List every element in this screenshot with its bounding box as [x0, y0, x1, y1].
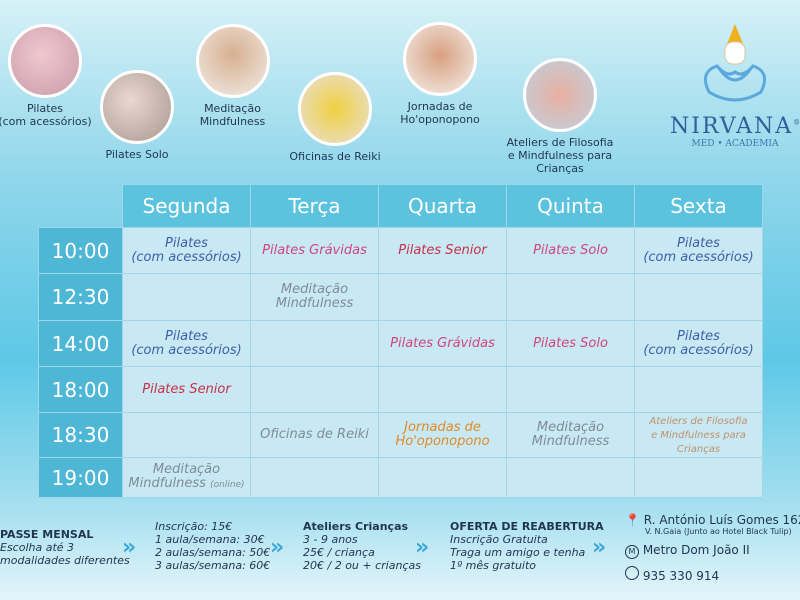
chevron-right-icon: »	[415, 535, 430, 560]
class-name: Oficinas de Reiki	[260, 427, 369, 442]
phone: 935 330 914	[625, 566, 719, 583]
class-cell	[250, 457, 379, 498]
day-header: Sexta	[634, 184, 763, 228]
class-cell: Pilates (com acessórios)	[634, 320, 763, 367]
class-cell: Pilates (com acessórios)	[122, 320, 251, 367]
hooponopono-photo	[403, 22, 477, 96]
class-name: Meditação Mindfulness	[531, 420, 610, 449]
class-cell: Pilates (com acessórios)	[634, 227, 763, 274]
class-cell: Jornadas de Ho'oponopono	[378, 412, 507, 458]
table-row: 18:00 Pilates Senior	[38, 366, 763, 413]
class-name: Pilates Solo	[533, 242, 608, 258]
class-cell: Pilates (com acessórios)	[122, 227, 251, 274]
class-cell: Meditação Mindfulness	[250, 273, 379, 321]
day-header: Terça	[250, 184, 379, 228]
class-name: Pilates Senior	[142, 381, 231, 397]
class-note: (online)	[210, 480, 245, 490]
activity-ateliers: Ateliers de Filosofia e Mindfulness para…	[485, 58, 635, 175]
class-cell	[250, 320, 379, 367]
class-name: Pilates (com acessórios)	[131, 328, 242, 358]
activity-pilates: Pilates (com acessórios)	[0, 24, 95, 128]
nirvana-logo: NIRVANA® MED • ACADEMIA	[670, 22, 800, 149]
location-pin-icon: 📍	[625, 513, 640, 527]
table-row: 18:30 Oficinas de Reiki Jornadas de Ho'opo…	[38, 412, 763, 458]
time-cell: 12:30	[38, 273, 123, 321]
class-cell	[250, 366, 379, 413]
ateliers-criancas: Ateliers Crianças 3 - 9 anos 25€ / crian…	[303, 520, 421, 572]
class-cell: Ateliers de Filosofia e Mindfulness para…	[634, 412, 763, 458]
class-cell	[506, 273, 635, 321]
table-row: 10:00 Pilates (com acessórios) Pilates Grá…	[38, 227, 763, 274]
class-cell: Pilates Grávidas	[378, 320, 507, 367]
time-cell: 14:00	[38, 320, 123, 367]
class-name: Pilates Grávidas	[262, 242, 367, 258]
class-cell	[378, 273, 507, 321]
class-name: Pilates Solo	[533, 335, 608, 351]
table-row: 14:00 Pilates (com acessórios) Pilates Grá…	[38, 320, 763, 367]
class-cell: Pilates Grávidas	[250, 227, 379, 274]
metro: M Metro Dom João II	[625, 543, 750, 559]
class-cell	[634, 273, 763, 321]
class-name: Pilates Senior	[398, 242, 487, 258]
meditacao-photo	[195, 24, 270, 98]
metro-icon: M	[625, 545, 639, 559]
class-name: Pilates (com acessórios)	[643, 328, 754, 358]
class-name: Meditação Mindfulness	[275, 282, 354, 311]
day-header: Segunda	[122, 184, 251, 228]
time-cell: 10:00	[38, 227, 123, 274]
time-cell: 18:30	[38, 412, 123, 458]
buddha-icon	[703, 24, 767, 102]
class-cell: Oficinas de Reiki	[250, 412, 379, 458]
passe-mensal: PASSE MENSAL Escolha até 3 modalidades d…	[0, 528, 130, 567]
table-row: 12:30 Meditação Mindfulness	[38, 273, 763, 321]
activity-meditacao: Meditação Mindfulness	[185, 24, 280, 128]
class-cell	[122, 273, 251, 321]
ateliers-photo	[523, 58, 597, 132]
class-cell: Pilates Solo	[506, 320, 635, 367]
address: 📍 R. António Luís Gomes 162 V. N.Gaia (J…	[625, 513, 800, 536]
activity-hooponopono: Jornadas de Ho'oponopono	[385, 22, 495, 126]
prices: Inscrição: 15€ 1 aula/semana: 30€ 2 aula…	[155, 520, 271, 572]
time-cell: 19:00	[38, 457, 123, 498]
pilates-solo-photo	[100, 70, 174, 144]
class-cell: Pilates Senior	[378, 227, 507, 274]
class-name: Pilates Grávidas	[390, 335, 495, 351]
class-cell	[634, 366, 763, 413]
time-cell: 18:00	[38, 366, 123, 413]
class-cell	[122, 412, 251, 458]
chevron-right-icon: »	[122, 535, 137, 560]
activity-reiki: Oficinas de Reiki	[285, 72, 385, 163]
class-name: Pilates (com acessórios)	[643, 235, 754, 265]
corner-cell	[39, 185, 123, 228]
class-name: Pilates (com acessórios)	[131, 235, 242, 265]
whatsapp-icon	[625, 566, 639, 580]
class-cell: Meditação Mindfulness (online)	[122, 457, 251, 498]
chevron-right-icon: »	[270, 535, 285, 560]
class-cell	[634, 457, 763, 498]
class-cell: Pilates Solo	[506, 227, 635, 274]
reiki-photo	[298, 72, 372, 146]
class-cell	[506, 366, 635, 413]
activity-pilates-solo: Pilates Solo	[92, 70, 182, 161]
oferta-reabertura: OFERTA DE REABERTURA Inscrição Gratuita …	[450, 520, 604, 572]
class-cell	[378, 366, 507, 413]
day-header: Quinta	[506, 184, 635, 228]
class-cell: Meditação Mindfulness	[506, 412, 635, 458]
class-name: Jornadas de Ho'oponopono	[395, 420, 490, 449]
class-name: Meditação Mindfulness	[128, 462, 221, 491]
class-cell	[506, 457, 635, 498]
class-cell	[378, 457, 507, 498]
class-name: Ateliers de Filosofia e Mindfulness para…	[649, 416, 748, 455]
class-cell: Pilates Senior	[122, 366, 251, 413]
chevron-right-icon: »	[592, 535, 607, 560]
day-header: Quarta	[378, 184, 507, 228]
pilates-photo	[8, 24, 82, 98]
